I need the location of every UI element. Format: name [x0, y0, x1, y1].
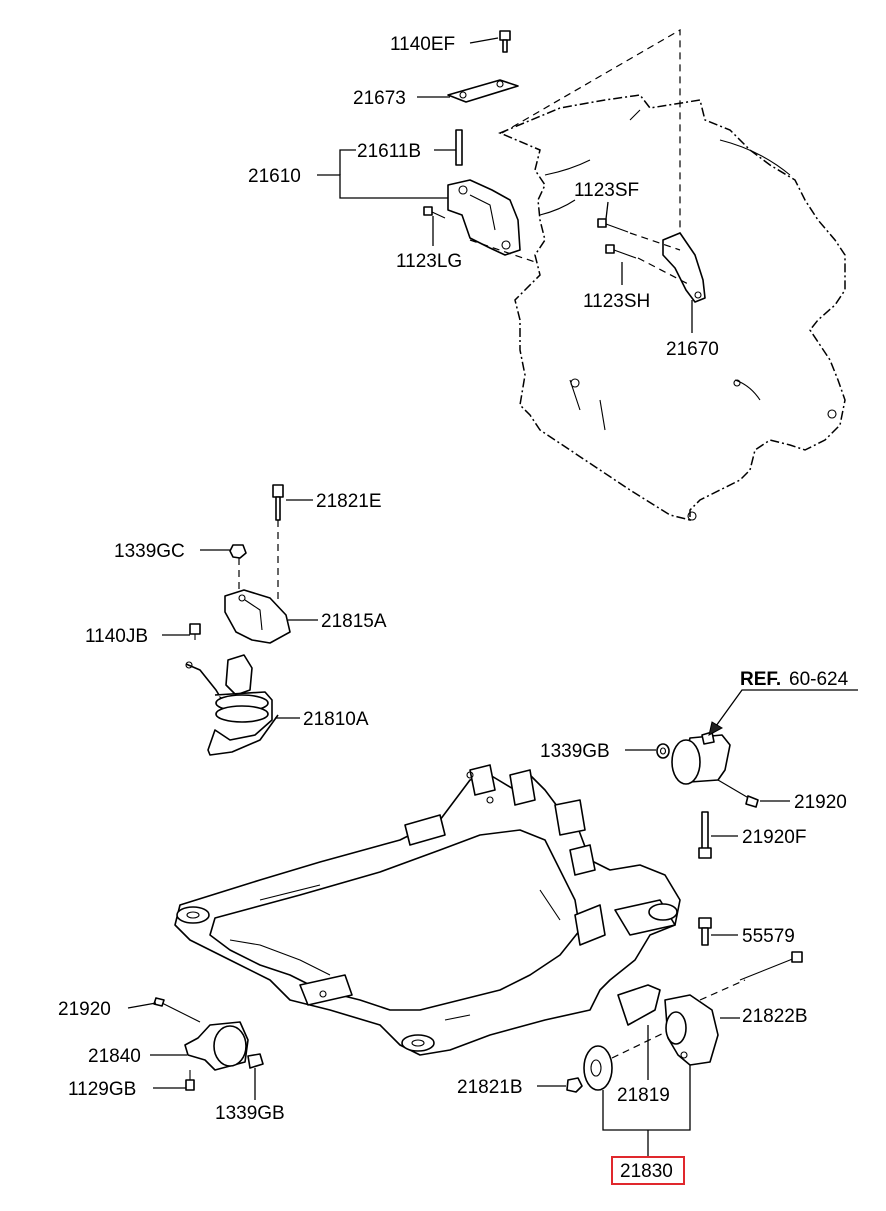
label-1339GB-top: 1339GB: [540, 741, 610, 762]
upper-mount-bracket: [423, 30, 521, 256]
label-21920-right: 21920: [794, 792, 847, 813]
engine-block-outline: [498, 94, 846, 521]
label-21920-left: 21920: [58, 999, 111, 1020]
front-subframe: [174, 764, 681, 1056]
label-21819: 21819: [617, 1085, 670, 1106]
label-21821B: 21821B: [457, 1077, 523, 1098]
label-1339GB-bottom: 1339GB: [215, 1103, 285, 1124]
part-labels: 1140EF 21673 21611B 21610 1123LG 1123SF …: [58, 34, 849, 1185]
label-1123SF: 1123SF: [574, 180, 639, 201]
label-21670: 21670: [666, 339, 719, 360]
right-transmission-mount: [656, 731, 759, 859]
label-21810A: 21810A: [303, 709, 369, 730]
label-1339GC: 1339GC: [114, 541, 185, 562]
label-ref-prefix: REF.: [740, 669, 781, 690]
label-21821E: 21821E: [316, 491, 382, 512]
engine-side-bracket: [597, 218, 706, 303]
label-21840: 21840: [88, 1046, 141, 1067]
left-mount-assembly: [185, 484, 291, 756]
leader-lines: [127, 37, 790, 1158]
front-mount-21830: [566, 917, 803, 1093]
rear-mount-21840: [153, 997, 264, 1091]
label-55579: 55579: [742, 926, 795, 947]
label-21610: 21610: [248, 166, 301, 187]
label-1129GB: 1129GB: [68, 1079, 136, 1100]
label-1140EF: 1140EF: [390, 34, 455, 55]
label-21822B: 21822B: [742, 1006, 808, 1027]
highlight-box: [611, 1156, 685, 1185]
label-21920F: 21920F: [742, 827, 806, 848]
label-21611B: 21611B: [357, 141, 421, 162]
label-1123SH: 1123SH: [583, 291, 650, 312]
label-21815A: 21815A: [321, 611, 387, 632]
label-1123LG: 1123LG: [396, 251, 462, 272]
label-1140JB: 1140JB: [85, 626, 148, 647]
label-ref-number: 60-624: [789, 669, 849, 690]
label-21673: 21673: [353, 88, 406, 109]
label-21830[interactable]: 21830: [620, 1161, 673, 1182]
